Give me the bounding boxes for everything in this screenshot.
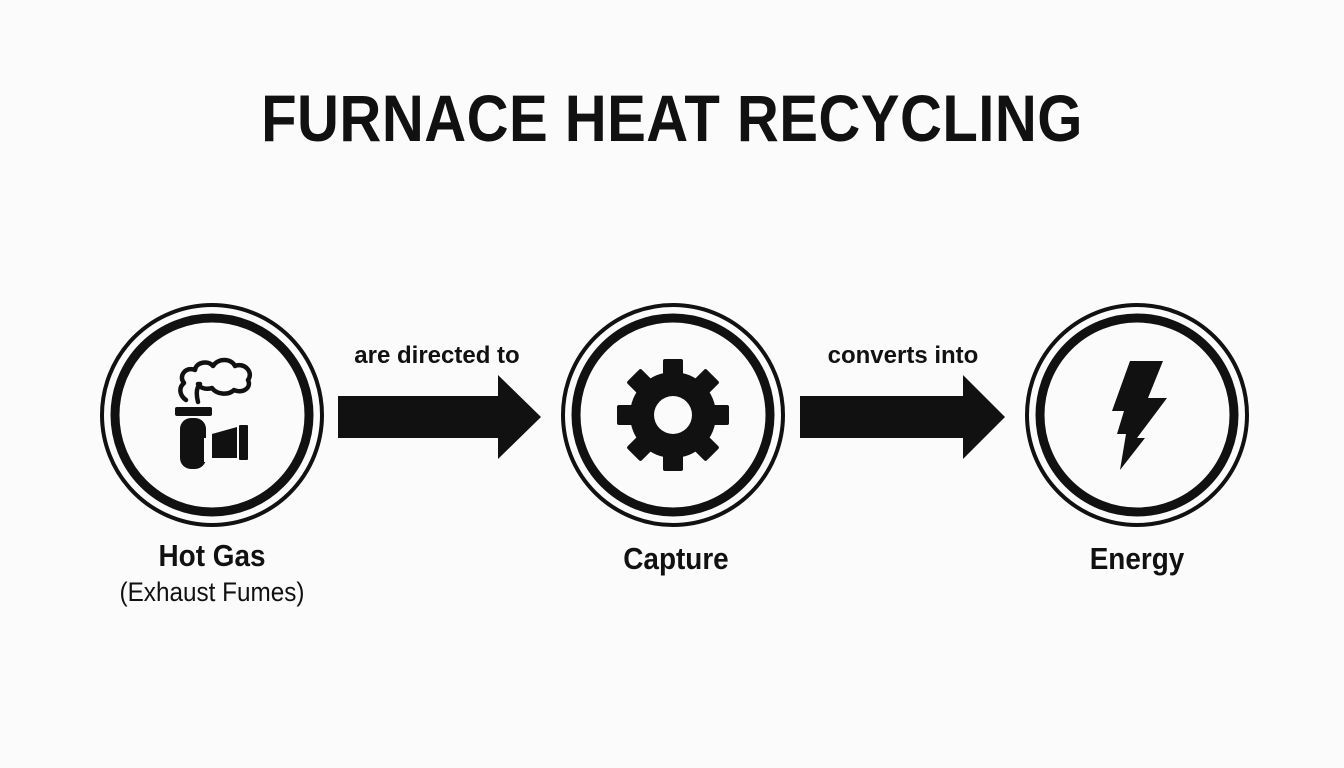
edge-arrow-1 bbox=[338, 375, 541, 459]
gear-icon bbox=[617, 359, 729, 471]
lightning-bolt-icon bbox=[1112, 361, 1167, 470]
edge-arrow-2 bbox=[800, 375, 1005, 459]
node-hot-gas-label: Hot Gas bbox=[158, 538, 266, 573]
node-hot-gas bbox=[100, 303, 324, 527]
edge-label-1: are directed to bbox=[354, 342, 520, 369]
arrow-hot-gas-to-capture bbox=[338, 375, 541, 459]
page-title: FURNACE HEAT RECYCLING bbox=[261, 81, 1083, 155]
node-energy bbox=[1025, 303, 1249, 527]
node-energy-inner-ring bbox=[1035, 313, 1239, 517]
node-capture-inner-ring bbox=[571, 313, 775, 517]
arrow-capture-to-energy bbox=[800, 375, 1005, 459]
node-capture-label: Capture bbox=[623, 541, 729, 576]
node-energy-outer-ring bbox=[1025, 303, 1249, 527]
exhaust-pipe-icon bbox=[175, 357, 253, 469]
node-hot-gas-outer-ring bbox=[100, 303, 324, 527]
node-energy-label: Energy bbox=[1089, 541, 1185, 576]
node-hot-gas-inner-ring bbox=[110, 313, 314, 517]
node-capture-outer-ring bbox=[561, 303, 785, 527]
node-hot-gas-sublabel: (Exhaust Fumes) bbox=[119, 577, 305, 607]
node-capture bbox=[561, 303, 785, 527]
edge-label-2: converts into bbox=[827, 342, 979, 369]
